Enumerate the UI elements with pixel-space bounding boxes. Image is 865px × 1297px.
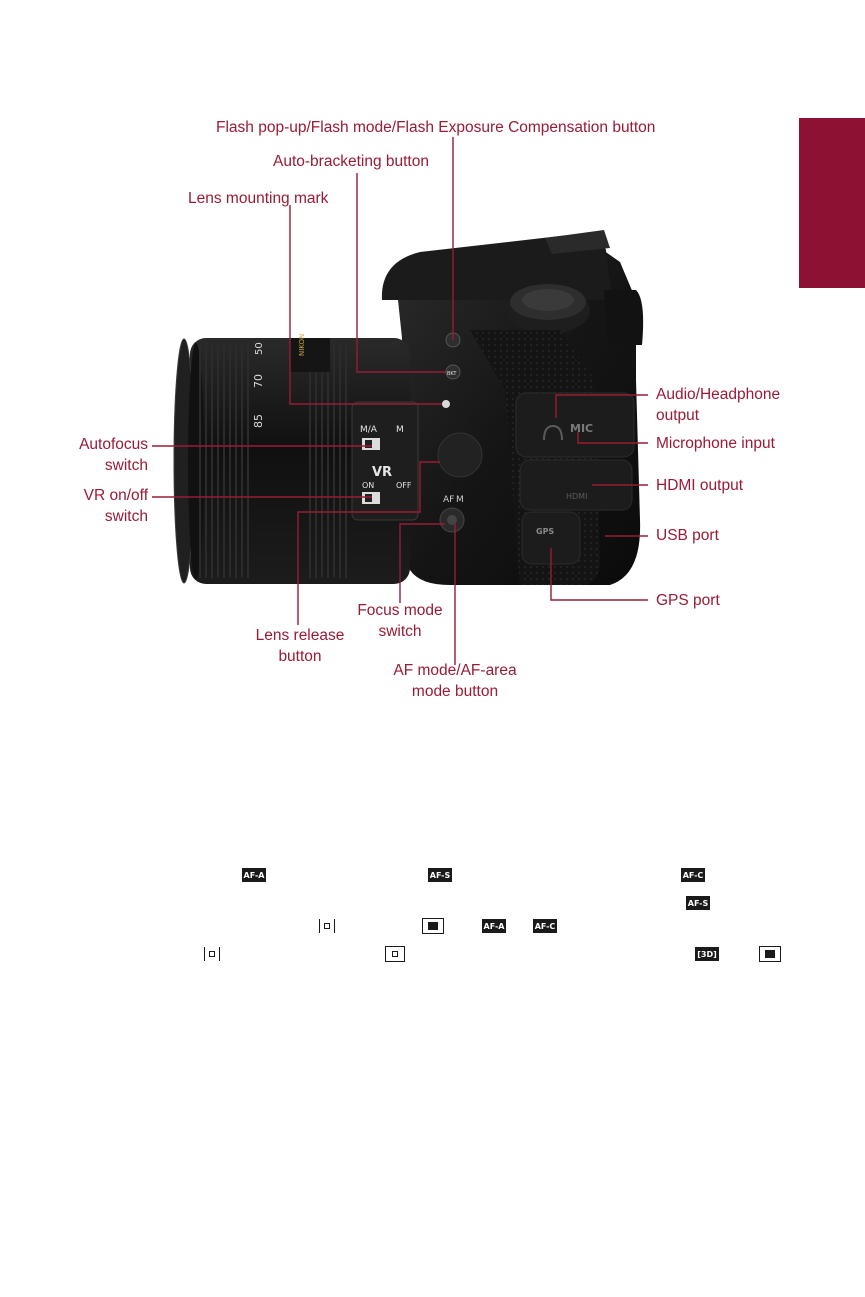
lens-marking-50: 50 (254, 342, 265, 355)
camera-body (381, 230, 644, 585)
mic-text: MIC (570, 422, 593, 435)
section-tab (799, 118, 865, 288)
auto-area-af-icon (422, 918, 444, 934)
label-autofocus-line2: switch (104, 457, 148, 474)
lens: NIKON 70 85 50 M/A M VR ON OFF (173, 334, 419, 584)
bkt-text: BKT (447, 371, 457, 377)
single-point-af-icon (319, 919, 335, 933)
label-audio-line1: Audio/Headphone (656, 386, 781, 403)
line-audio (555, 394, 648, 418)
label-lens-release-button: Lens release button (240, 625, 360, 667)
label-focus-mode-line1: Focus mode (357, 602, 443, 619)
switch-off-text: OFF (396, 481, 412, 490)
3d-tracking-icon: [3D] (695, 947, 719, 961)
line-bracketing (356, 173, 446, 373)
label-autofocus-line1: Autofocus (79, 436, 148, 453)
switch-ma-text: M/A (360, 425, 378, 435)
label-gps-port: GPS port (656, 592, 720, 609)
svg-text:NIKON: NIKON (298, 334, 306, 356)
lens-marking-70: 70 (252, 374, 265, 388)
label-lens-release-line1: Lens release (255, 627, 345, 644)
label-af-mode-line2: mode button (411, 683, 499, 700)
label-audio-line2: output (656, 407, 700, 424)
label-vr-switch: VR on/off switch (84, 485, 148, 527)
af-s-icon-2: AF-S (686, 896, 710, 910)
label-audio-headphone: Audio/Headphone output (656, 384, 780, 426)
af-s-icon: AF-S (428, 868, 452, 882)
line-gps (550, 548, 648, 601)
line-mic (577, 432, 648, 444)
switch-m-text: M (396, 425, 404, 435)
af-text: AF (443, 495, 454, 505)
label-focus-mode-switch: Focus mode switch (345, 600, 455, 642)
single-point-af-icon-2 (204, 947, 220, 961)
line-focus-mode (399, 523, 445, 603)
switch-vr-text: VR (372, 465, 392, 480)
hdmi-text: HDMI (566, 492, 587, 501)
switch-on-text: ON (362, 481, 374, 490)
label-af-mode-button: AF mode/AF-area mode button (380, 660, 530, 702)
gps-text: GPS (536, 527, 554, 536)
label-af-mode-line1: AF mode/AF-area (393, 662, 517, 679)
label-lens-mounting-mark: Lens mounting mark (188, 190, 329, 207)
af-c-icon: AF-C (681, 868, 705, 882)
label-lens-release-line2: button (278, 648, 322, 665)
label-focus-mode-line2: switch (378, 623, 422, 640)
label-vr-line2: switch (104, 508, 148, 525)
line-mount (289, 205, 442, 405)
dynamic-area-af-icon (385, 946, 405, 962)
label-flash-button: Flash pop-up/Flash mode/Flash Exposure C… (216, 119, 656, 136)
m-text: M (456, 495, 464, 505)
label-microphone-input: Microphone input (656, 435, 775, 452)
camera-diagram: NIKON 70 85 50 M/A M VR ON OFF MIC HDMI … (152, 137, 648, 665)
lens-marking-85: 85 (252, 414, 265, 428)
af-a-icon-2: AF-A (482, 919, 506, 933)
af-c-icon-2: AF-C (533, 919, 557, 933)
callout-lines (152, 137, 648, 665)
label-auto-bracketing: Auto-bracketing button (273, 153, 429, 170)
auto-area-af-icon-2 (759, 946, 781, 962)
af-a-icon: AF-A (242, 868, 266, 882)
label-vr-line1: VR on/off (83, 487, 148, 504)
label-hdmi-output: HDMI output (656, 477, 744, 494)
line-lens-release (297, 461, 440, 625)
label-usb-port: USB port (656, 527, 719, 544)
label-autofocus-switch: Autofocus switch (79, 434, 148, 476)
